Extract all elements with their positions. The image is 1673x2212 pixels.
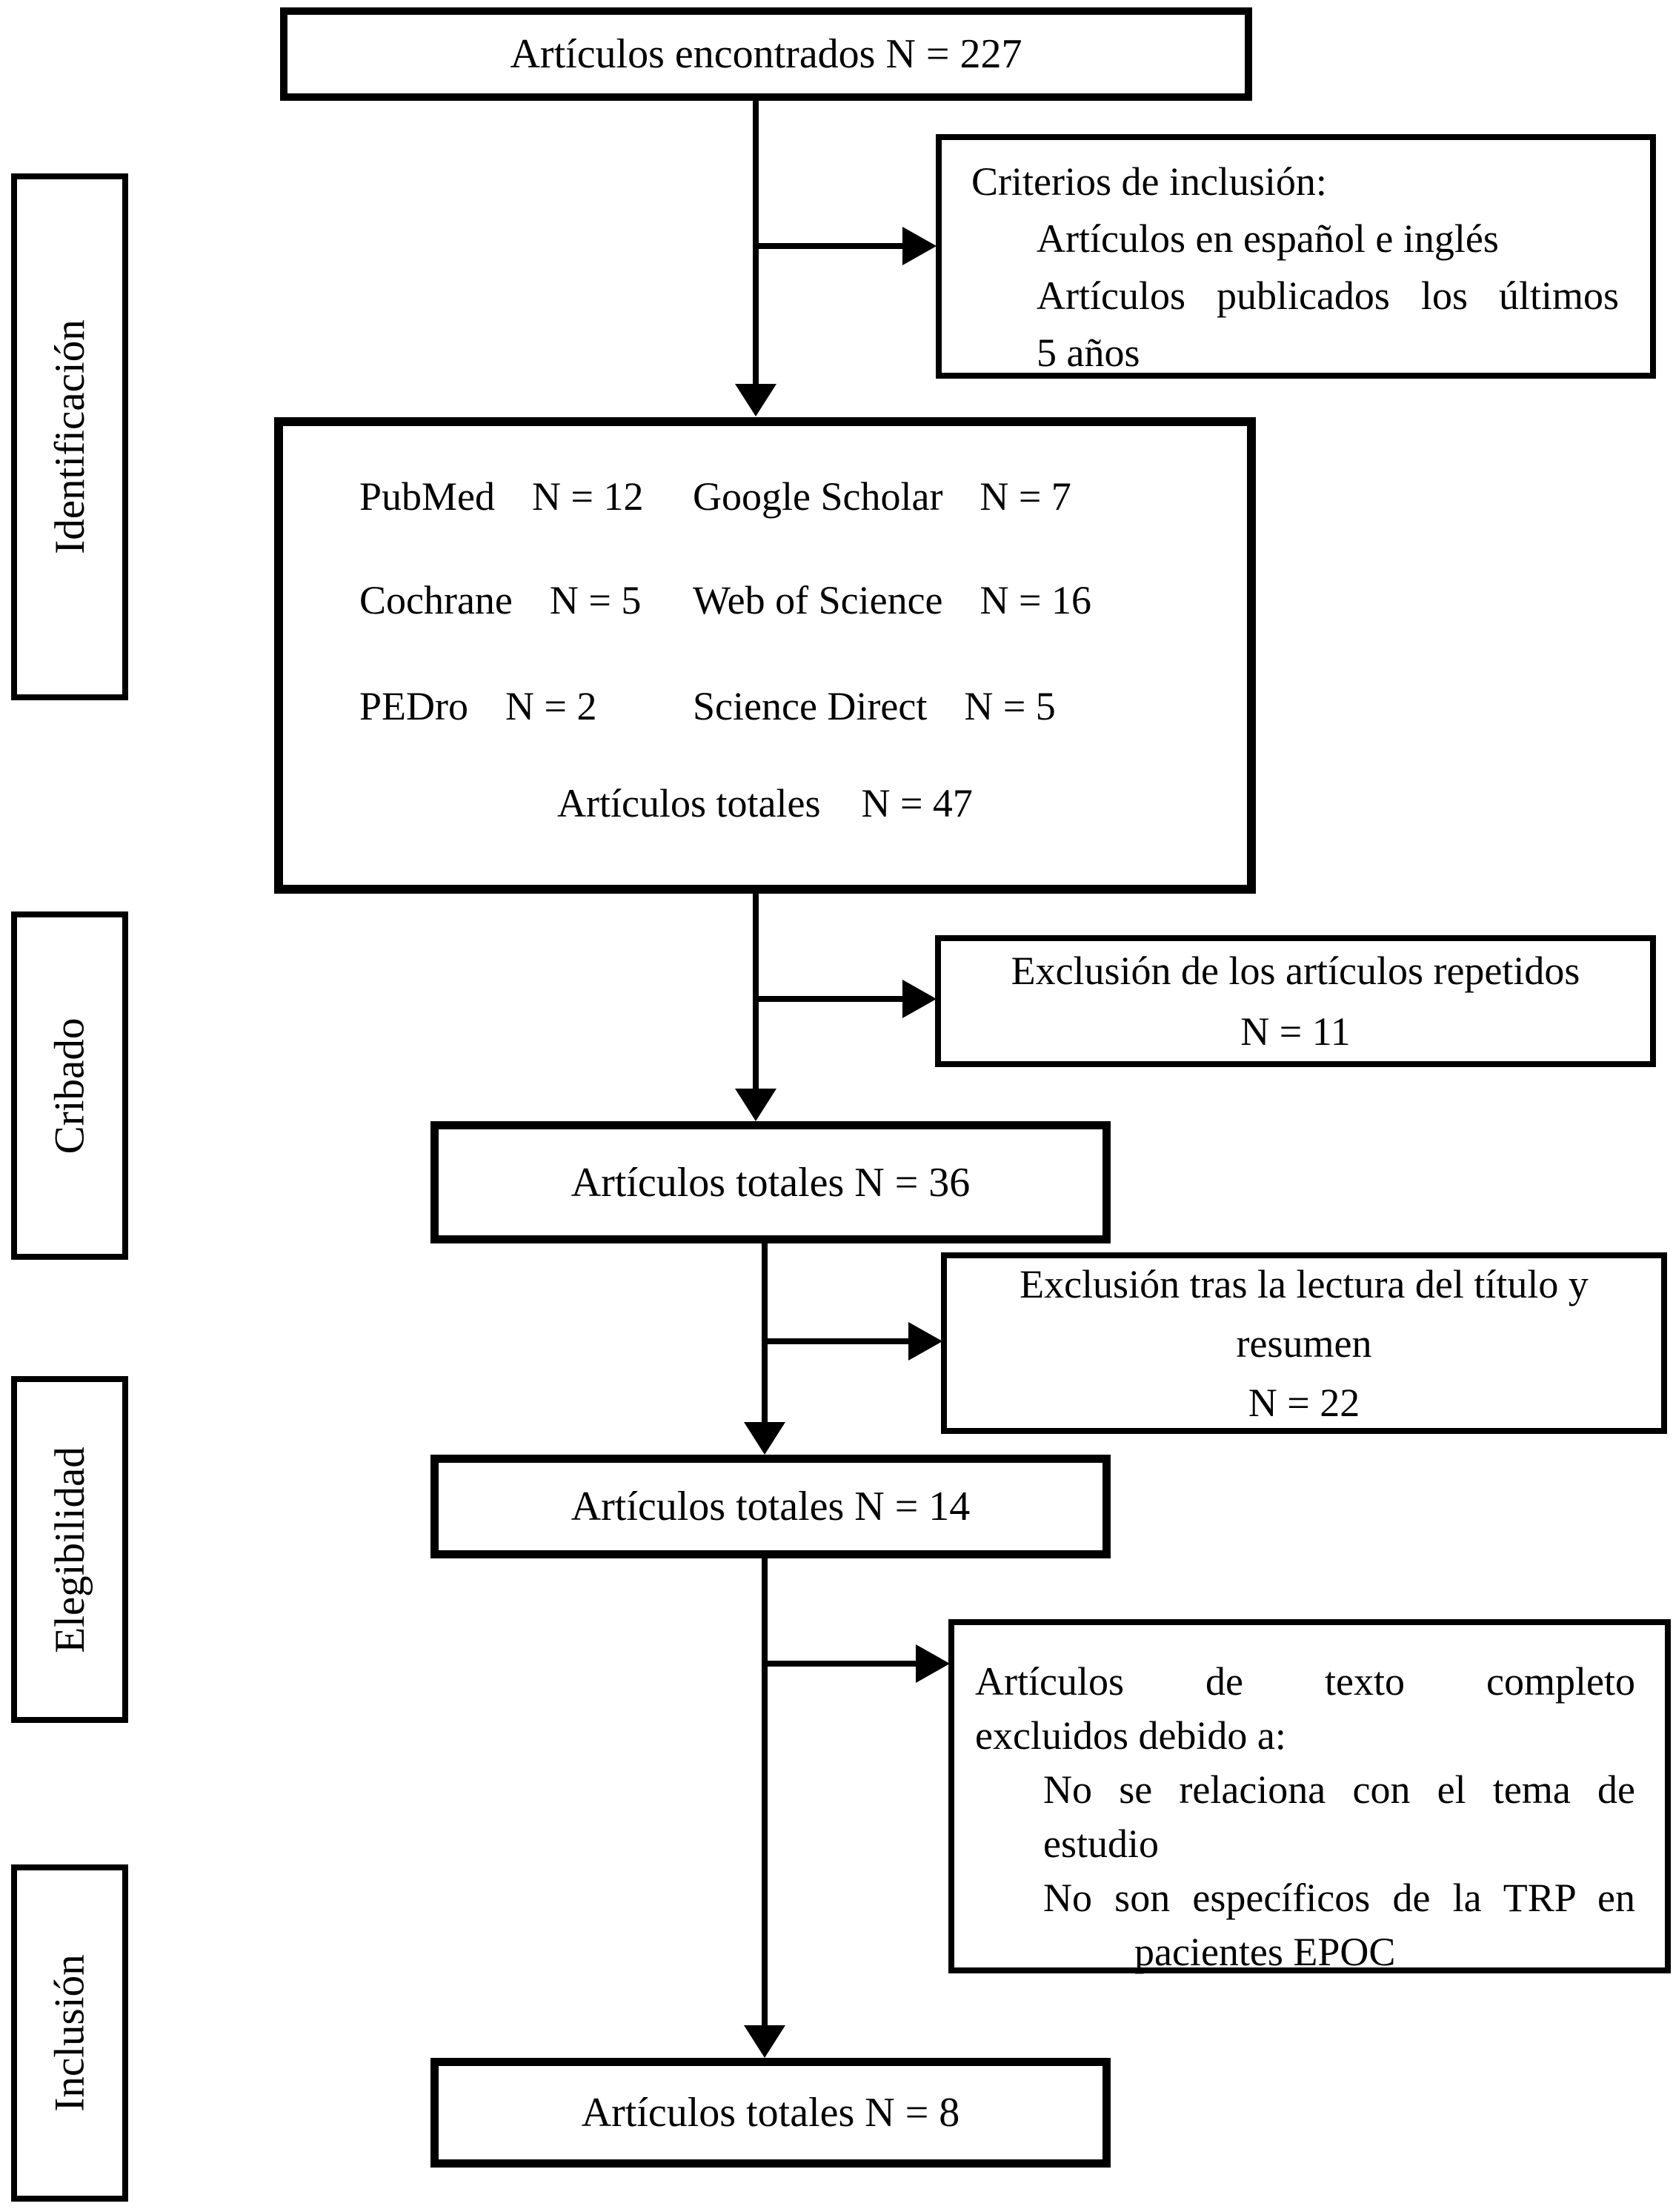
database-name: PEDro bbox=[359, 684, 468, 729]
databases-total: Artículos totales N = 47 bbox=[283, 781, 1247, 826]
arrow-down-icon bbox=[735, 384, 776, 416]
stage-box-inclusion: Inclusión bbox=[11, 1864, 128, 2202]
arrow-right-icon bbox=[916, 1644, 950, 1683]
database-entry-cochrane: Cochrane N = 5 bbox=[283, 576, 693, 626]
articles-total-8-text: Artículos totales N = 8 bbox=[581, 2090, 960, 2136]
criteria-line: Artículos en español e inglés bbox=[1037, 216, 1499, 261]
database-count: N = 16 bbox=[979, 578, 1091, 623]
excluded-fulltext-reason: pacientes EPOC bbox=[1134, 1930, 1396, 1974]
excluded-fulltext-line: excluidos debido a: bbox=[975, 1713, 1286, 1758]
databases-row: PubMed N = 12 Google Scholar N = 7 bbox=[283, 474, 1247, 519]
connector-line bbox=[762, 1338, 908, 1344]
arrow-right-icon bbox=[902, 980, 937, 1018]
database-name: Cochrane bbox=[359, 578, 513, 623]
connector-line bbox=[762, 1558, 768, 2025]
database-entry-pubmed: PubMed N = 12 bbox=[283, 472, 693, 522]
stage-label-cribado: Cribado bbox=[46, 1017, 93, 1154]
excluded-duplicates-count: N = 11 bbox=[1240, 1009, 1351, 1054]
stage-label-identificacion: Identificación bbox=[46, 319, 93, 554]
stage-box-elegibilidad: Elegibilidad bbox=[11, 1376, 128, 1723]
databases-row: Cochrane N = 5 Web of Science N = 16 bbox=[283, 578, 1247, 622]
excluded-fulltext-line: Artículos de texto completo bbox=[975, 1659, 1635, 1704]
database-count: N = 12 bbox=[532, 474, 644, 519]
articles-total-14-text: Artículos totales N = 14 bbox=[571, 1484, 971, 1530]
inclusion-criteria-box: Criterios de inclusión: Artículos en esp… bbox=[936, 134, 1656, 379]
excluded-title-abstract-box: Exclusión tras la lectura del título y r… bbox=[941, 1252, 1667, 1434]
database-entry-pedro: PEDro N = 2 bbox=[283, 682, 693, 732]
arrow-down-icon bbox=[744, 1422, 785, 1455]
articles-found-box: Artículos encontrados N = 227 bbox=[280, 7, 1252, 101]
database-name: Google Scholar bbox=[693, 474, 943, 519]
connector-line bbox=[753, 100, 759, 384]
databases-total-label: Artículos totales bbox=[557, 781, 821, 826]
excluded-duplicates-box: Exclusión de los artículos repetidos N =… bbox=[935, 935, 1656, 1067]
criteria-line: 5 años bbox=[1037, 331, 1140, 375]
connector-line bbox=[753, 243, 902, 249]
database-entry-web-of-science: Web of Science N = 16 bbox=[693, 576, 1091, 626]
database-name: Web of Science bbox=[693, 578, 943, 623]
excluded-title-abstract-text: Exclusión tras la lectura del título y bbox=[1020, 1261, 1589, 1306]
arrow-down-icon bbox=[735, 1089, 776, 1121]
database-name: Science Direct bbox=[693, 684, 928, 729]
database-name: PubMed bbox=[359, 474, 496, 519]
excluded-title-abstract-text2: resumen bbox=[1236, 1321, 1372, 1366]
databases-total-count: N = 47 bbox=[861, 781, 973, 826]
articles-total-36-box: Artículos totales N = 36 bbox=[430, 1121, 1111, 1243]
stage-label-inclusion: Inclusión bbox=[46, 1954, 93, 2112]
articles-total-8-box: Artículos totales N = 8 bbox=[430, 2058, 1111, 2168]
excluded-fulltext-reason: No se relaciona con el tema de bbox=[1043, 1767, 1635, 1812]
database-count: N = 5 bbox=[549, 578, 642, 623]
database-entry-google-scholar: Google Scholar N = 7 bbox=[693, 472, 1071, 522]
connector-line bbox=[753, 996, 902, 1002]
arrow-down-icon bbox=[744, 2025, 785, 2058]
excluded-fulltext-reason: No son específicos de la TRP en bbox=[1043, 1876, 1635, 1920]
databases-row: PEDro N = 2 Science Direct N = 5 bbox=[283, 684, 1247, 728]
stage-box-identificacion: Identificación bbox=[11, 173, 128, 700]
articles-found-text: Artículos encontrados N = 227 bbox=[510, 31, 1022, 77]
excluded-title-abstract-count: N = 22 bbox=[1248, 1380, 1360, 1425]
database-count: N = 7 bbox=[979, 474, 1071, 519]
criteria-title: Criterios de inclusión: bbox=[971, 159, 1327, 204]
databases-box: PubMed N = 12 Google Scholar N = 7 Cochr… bbox=[274, 417, 1256, 894]
arrow-right-icon bbox=[908, 1322, 942, 1361]
connector-line bbox=[753, 893, 759, 1092]
stage-label-elegibilidad: Elegibilidad bbox=[46, 1446, 93, 1653]
articles-total-36-text: Artículos totales N = 36 bbox=[571, 1159, 971, 1206]
connector-line bbox=[762, 1243, 768, 1423]
excluded-fulltext-reason: estudio bbox=[1043, 1821, 1159, 1866]
arrow-right-icon bbox=[902, 227, 937, 265]
connector-line bbox=[762, 1661, 916, 1667]
articles-total-14-box: Artículos totales N = 14 bbox=[430, 1455, 1111, 1558]
excluded-fulltext-box: Artículos de texto completo excluidos de… bbox=[948, 1619, 1671, 1974]
stage-box-cribado: Cribado bbox=[11, 911, 128, 1260]
excluded-duplicates-text: Exclusión de los artículos repetidos bbox=[1011, 949, 1580, 993]
criteria-line: Artículos publicados los últimos bbox=[1037, 273, 1619, 318]
database-count: N = 5 bbox=[964, 684, 1056, 729]
database-entry-science-direct: Science Direct N = 5 bbox=[693, 682, 1056, 732]
database-count: N = 2 bbox=[505, 684, 597, 729]
